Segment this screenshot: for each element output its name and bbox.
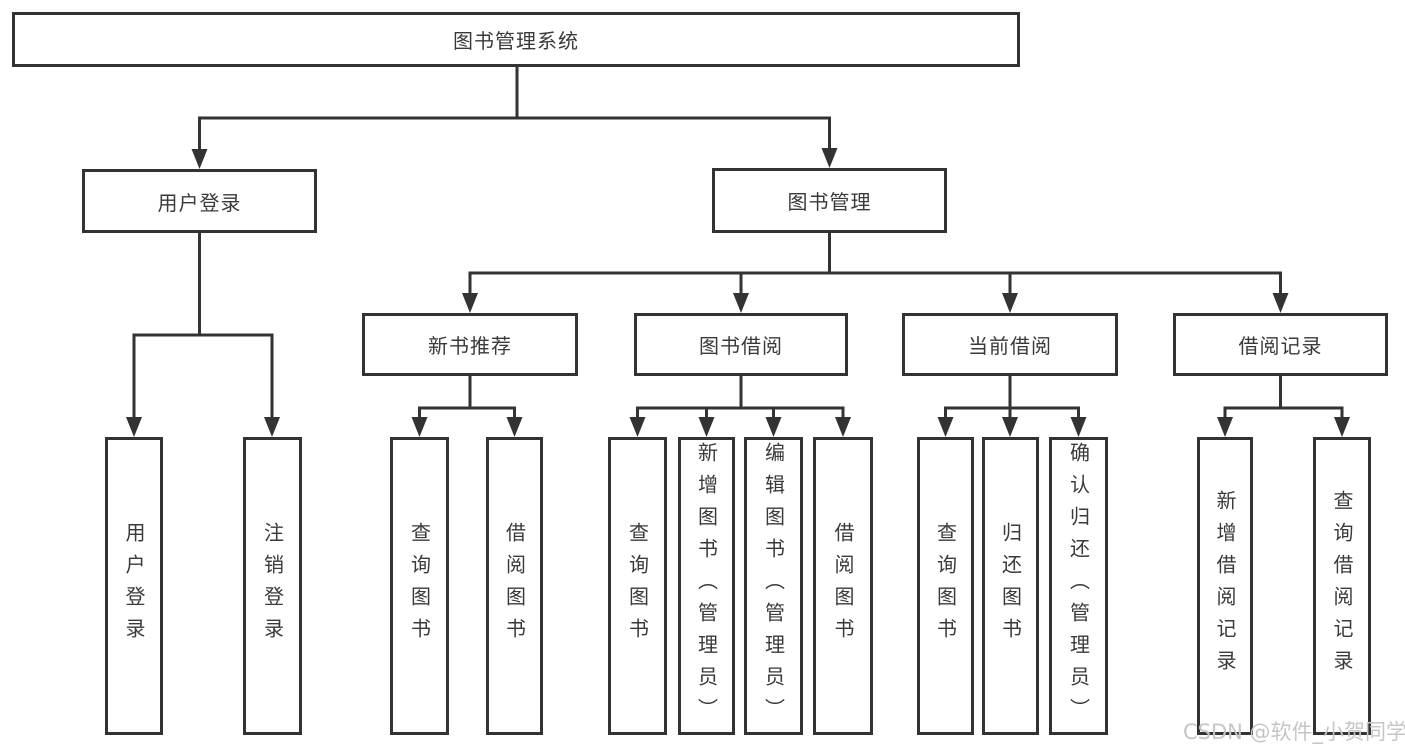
node-label: 新增图书（管理员） <box>694 442 719 730</box>
leaf-query-books-borrowing: 查询图书 <box>608 437 667 735</box>
node-book-management: 图书管理 <box>712 168 947 233</box>
node-label: 当前借阅 <box>968 334 1052 358</box>
node-label: 注销登录 <box>260 522 285 650</box>
leaf-logout-login: 注销登录 <box>243 437 302 735</box>
leaf-borrow-books-recommend: 借阅图书 <box>486 437 543 735</box>
leaf-edit-book-admin: 编辑图书（管理员） <box>744 437 803 735</box>
node-label: 新增借阅记录 <box>1213 490 1237 682</box>
node-label: 查询图书 <box>933 522 958 650</box>
node-label: 借阅图书 <box>831 522 855 650</box>
leaf-add-borrow-record: 新增借阅记录 <box>1197 437 1253 735</box>
node-borrowing-records: 借阅记录 <box>1173 313 1388 376</box>
node-label: 借阅记录 <box>1238 334 1323 358</box>
node-label: 编辑图书（管理员） <box>761 442 786 730</box>
node-current-borrowing: 当前借阅 <box>902 313 1118 376</box>
node-label: 图书管理 <box>787 190 872 214</box>
node-label: 归还图书 <box>998 522 1023 650</box>
node-book-borrowing: 图书借阅 <box>634 313 848 376</box>
csdn-watermark: CSDN @软件_小贺同学 <box>1183 720 1405 744</box>
node-label: 用户登录 <box>122 522 146 650</box>
leaf-add-book-admin: 新增图书（管理员） <box>678 437 735 735</box>
node-label: 查询图书 <box>625 522 650 650</box>
leaf-query-borrow-record: 查询借阅记录 <box>1313 437 1371 735</box>
node-user-login: 用户登录 <box>82 169 317 233</box>
leaf-confirm-return-admin: 确认归还（管理员） <box>1049 437 1108 735</box>
leaf-query-books-current: 查询图书 <box>917 437 974 735</box>
node-label: 用户登录 <box>157 190 242 215</box>
node-label: 查询图书 <box>407 522 432 650</box>
node-label: 借阅图书 <box>502 522 527 650</box>
leaf-return-books: 归还图书 <box>982 437 1039 735</box>
leaf-borrow-books-borrowing: 借阅图书 <box>813 437 873 735</box>
node-label: 查询借阅记录 <box>1330 490 1354 682</box>
node-label: 新书推荐 <box>428 334 512 358</box>
leaf-user-login: 用户登录 <box>105 437 163 735</box>
node-label: 确认归还（管理员） <box>1066 442 1091 730</box>
node-new-book-recommendation: 新书推荐 <box>362 313 578 376</box>
node-library-system: 图书管理系统 <box>12 12 1020 67</box>
node-label: 图书借阅 <box>699 334 783 358</box>
leaf-query-books-recommend: 查询图书 <box>390 437 449 735</box>
node-label: 图书管理系统 <box>453 29 579 53</box>
